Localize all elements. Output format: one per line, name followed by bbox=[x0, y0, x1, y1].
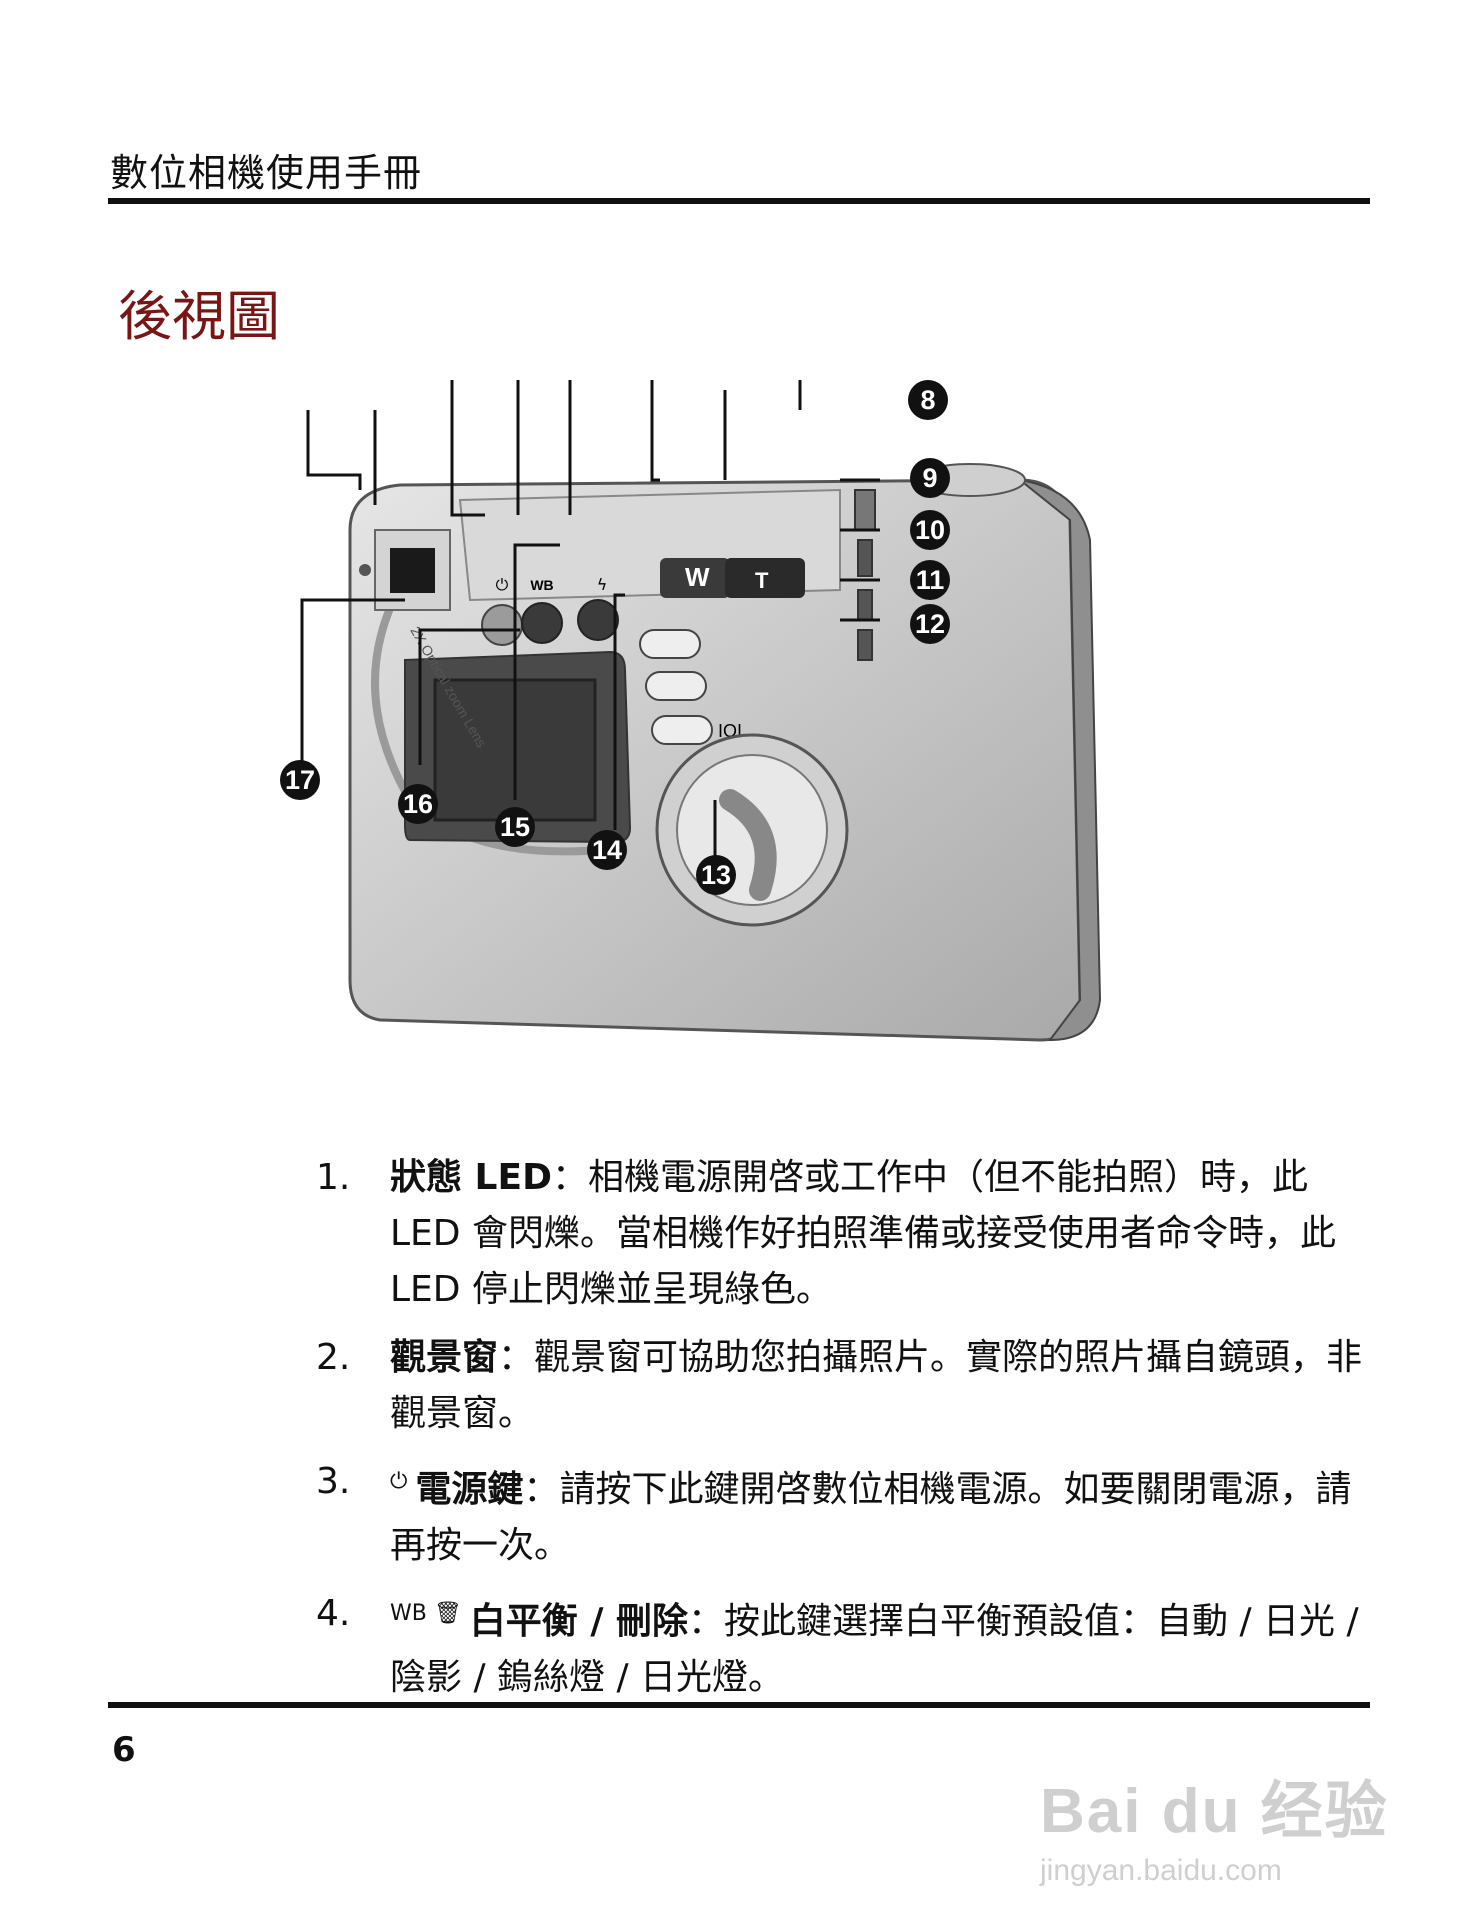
watermark-brand: Bai du 经验 bbox=[1040, 1777, 1389, 1846]
dc-in-port bbox=[857, 539, 873, 577]
camera-illustration: ⏻ WB ϟ W T IOI bbox=[280, 380, 1102, 1042]
svg-text:16: 16 bbox=[403, 789, 433, 819]
usb-port bbox=[857, 589, 873, 621]
item-separator: ： bbox=[498, 1337, 535, 1378]
svg-text:14: 14 bbox=[592, 835, 622, 865]
svg-text:10: 10 bbox=[915, 515, 945, 545]
callout-11: 11 bbox=[910, 560, 950, 600]
svg-text:15: 15 bbox=[500, 812, 530, 842]
svg-text:13: 13 bbox=[701, 860, 731, 890]
svg-text:17: 17 bbox=[285, 765, 315, 795]
callout-12: 12 bbox=[910, 604, 950, 644]
callout-16: 16 bbox=[398, 784, 438, 824]
list-item: 2. 觀景窗：觀景窗可協助您拍攝照片。實際的照片攝自鏡頭，非觀景窗。 bbox=[316, 1330, 1376, 1442]
wb-delete-button bbox=[521, 602, 563, 644]
item-term: 電源鍵 bbox=[415, 1469, 524, 1510]
item-text: 請按下此鍵開啓數位相機電源。如要關閉電源，請再按一次。 bbox=[390, 1469, 1352, 1566]
callout-10: 10 bbox=[910, 510, 950, 550]
wb-delete-icon: WB 🗑 bbox=[390, 1601, 462, 1626]
callout-17: 17 bbox=[280, 760, 320, 800]
document-header-title: 數位相機使用手冊 bbox=[110, 151, 423, 195]
callout-8: 8 bbox=[908, 380, 948, 420]
list-item: 1. 狀態 LED：相機電源開啓或工作中（但不能拍照）時，此 LED 會閃爍。當… bbox=[316, 1150, 1376, 1318]
svg-text:T: T bbox=[755, 568, 769, 593]
camera-rear-view-figure: ⏻ WB ϟ W T IOI bbox=[280, 380, 1200, 1120]
strap-eyelet bbox=[854, 489, 876, 531]
list-item: 4. WB 🗑 白平衡 / 刪除：按此鍵選擇白平衡預設值：自動 / 日光 / 陰影… bbox=[316, 1586, 1376, 1706]
svg-text:9: 9 bbox=[922, 463, 937, 493]
item-term: 狀態 LED bbox=[390, 1157, 552, 1198]
up-button bbox=[639, 629, 701, 659]
down-button bbox=[645, 671, 707, 701]
page-number: 6 bbox=[112, 1730, 136, 1770]
status-led bbox=[359, 564, 371, 576]
item-number: 4. bbox=[316, 1593, 351, 1634]
svg-text:ϟ: ϟ bbox=[597, 575, 608, 594]
baidu-watermark: Bai du 经验 jingyan.baidu.com bbox=[1040, 1760, 1389, 1888]
svg-text:W: W bbox=[685, 562, 710, 592]
callout-15: 15 bbox=[495, 807, 535, 847]
svg-text:12: 12 bbox=[915, 609, 945, 639]
list-item: 3. ⏻ 電源鍵：請按下此鍵開啓數位相機電源。如要關閉電源，請再按一次。 bbox=[316, 1454, 1376, 1574]
power-icon: ⏻ bbox=[390, 1469, 408, 1494]
footer-rule bbox=[108, 1702, 1370, 1708]
item-term: 觀景窗 bbox=[390, 1337, 499, 1378]
svg-text:WB: WB bbox=[530, 577, 553, 593]
item-number: 2. bbox=[316, 1337, 351, 1378]
zoom-wide-button bbox=[660, 558, 730, 598]
svg-text:⏻: ⏻ bbox=[496, 575, 509, 594]
callout-13: 13 bbox=[696, 855, 736, 895]
av-out-port bbox=[857, 629, 873, 661]
camera-side bbox=[1016, 478, 1102, 1042]
svg-text:8: 8 bbox=[920, 385, 935, 415]
item-text: 觀景窗可協助您拍攝照片。實際的照片攝自鏡頭，非觀景窗。 bbox=[390, 1337, 1363, 1434]
parts-description-list: 1. 狀態 LED：相機電源開啓或工作中（但不能拍照）時，此 LED 會閃爍。當… bbox=[316, 1150, 1376, 1718]
header-rule bbox=[108, 198, 1370, 204]
svg-text:11: 11 bbox=[916, 565, 945, 595]
section-title: 後視圖 bbox=[118, 285, 280, 348]
item-number: 3. bbox=[316, 1461, 351, 1502]
item-number: 1. bbox=[316, 1157, 351, 1198]
item-separator: ： bbox=[551, 1157, 588, 1198]
watermark-url: jingyan.baidu.com bbox=[1040, 1854, 1282, 1887]
flash-button bbox=[577, 599, 619, 641]
item-separator: ： bbox=[688, 1601, 725, 1642]
item-text: 按此鍵選擇白平衡預設值：自動 / 日光 / 陰影 / 鎢絲燈 / 日光燈。 bbox=[390, 1601, 1359, 1698]
item-text: 相機電源開啓或工作中（但不能拍照）時，此 LED 會閃爍。當相機作好拍照準備或接… bbox=[390, 1157, 1336, 1310]
zoom-tele-button bbox=[725, 558, 805, 598]
display-button bbox=[651, 715, 713, 745]
item-separator: ： bbox=[523, 1469, 560, 1510]
callout-14: 14 bbox=[587, 830, 627, 870]
item-term: 白平衡 / 刪除 bbox=[469, 1601, 688, 1642]
callout-9: 9 bbox=[910, 458, 950, 498]
